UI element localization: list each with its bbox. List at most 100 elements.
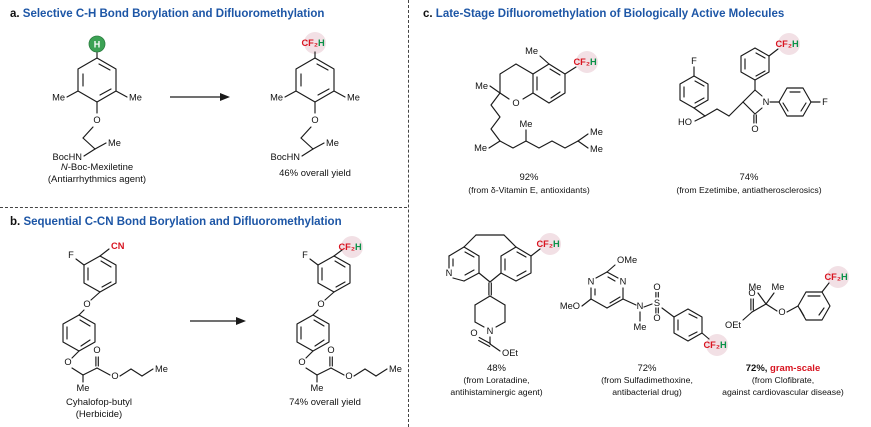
atom-o: O <box>64 357 71 367</box>
atom-n: N <box>763 97 770 107</box>
atom-me: Me <box>772 282 785 292</box>
bonds <box>581 264 710 342</box>
cf2h-highlight <box>576 51 598 73</box>
atom-oet: OEt <box>725 320 741 330</box>
yield-c3: 48% <box>486 363 506 374</box>
atom-me: Me <box>525 46 538 56</box>
atom-me: Me <box>347 93 360 103</box>
atom-me: Me <box>155 364 168 374</box>
source-c2: (from Ezetimibe, antiatherosclerosics) <box>676 185 822 195</box>
bonds <box>66 49 128 157</box>
reactant-a-name-italic: N <box>60 162 68 173</box>
atom-o: O <box>311 115 318 125</box>
panel-c-title-text: Late-Stage Difluoromethylation of Biolog… <box>435 8 785 20</box>
yield-a: 46% overall yield <box>279 168 351 179</box>
atom-s: S <box>654 298 660 308</box>
atom-me: Me <box>389 364 402 374</box>
yield-c5-value: 72%, <box>745 363 768 374</box>
bonds <box>742 282 831 321</box>
yield-b: 74% overall yield <box>289 397 361 408</box>
atom-o: O <box>653 313 660 323</box>
source-c3-line1: (from Loratadine, <box>463 375 530 385</box>
atom-me: Me <box>590 127 603 137</box>
panel-a-label: a. <box>10 8 20 20</box>
atom-cf2: CF₂ <box>536 239 553 249</box>
atom-h: H <box>720 340 727 350</box>
atom-f: F <box>302 250 308 260</box>
panel-b-label: b. <box>10 216 21 228</box>
atom-me: Me <box>270 93 283 103</box>
bonds <box>448 234 541 352</box>
cf2h-highlight <box>827 266 849 288</box>
source-c5-line2: against cardiovascular disease) <box>722 387 844 397</box>
atom-me: Me <box>520 119 533 129</box>
atom-n: N <box>620 277 627 287</box>
atom-ho: HO <box>678 117 692 127</box>
reactant-a-name-rest: -Boc-Mexiletine <box>67 162 134 173</box>
atom-cf2: CF₂ <box>338 242 355 252</box>
source-c4-line2: antibacterial drug) <box>612 387 682 397</box>
yield-c1: 92% <box>519 172 539 183</box>
panel-b-title-text: Sequential C-CN Bond Borylation and Difl… <box>23 216 342 228</box>
structure-cyhalofop-butyl-cf2h: CF₂ H F O O Me O O Me <box>296 236 402 393</box>
cf2h-highlight <box>341 236 363 258</box>
atom-oet: OEt <box>502 348 518 358</box>
yield-c2: 74% <box>739 172 759 183</box>
panel-b: b. Sequential C-CN Bond Borylation and D… <box>0 208 406 427</box>
structure-nboc-mexiletine: H Me Me O Me BocHN <box>52 35 142 162</box>
atom-h: H <box>553 239 560 249</box>
atom-me: Me <box>311 383 324 393</box>
bonds <box>284 51 346 157</box>
cf2h-highlight <box>706 334 728 356</box>
atom-cf2: CF₂ <box>573 57 590 67</box>
atom-o: O <box>653 282 660 292</box>
vertical-dashed-divider <box>408 0 409 427</box>
atom-h: H <box>590 57 597 67</box>
atom-o: O <box>317 299 324 309</box>
bonds <box>62 248 154 383</box>
panel-c-label: c. <box>423 8 433 20</box>
panel-a-title: a. Selective C-H Bond Borylation and Dif… <box>10 8 324 20</box>
atom-me: Me <box>326 138 339 148</box>
reactant-b-desc: (Herbicide) <box>75 409 123 420</box>
atom-me: Me <box>590 144 603 154</box>
structure-sulfadimethoxine-cf2h: N N OMe MeO N Me S O O CF₂ H <box>560 255 728 356</box>
atom-n: N <box>446 268 453 278</box>
atom-me: Me <box>52 93 65 103</box>
reactant-a-name: N-Boc-Mexiletine <box>12 162 182 174</box>
atom-h: H <box>355 242 362 252</box>
atom-f: F <box>68 250 74 260</box>
structure-vitamin-e-cf2h: O Me CF₂ H Me Me Me Me Me <box>474 46 603 154</box>
atom-o: O <box>83 299 90 309</box>
cf2h-highlight <box>539 233 561 255</box>
source-c3-line2: antihistaminergic agent) <box>450 387 543 397</box>
atom-me: Me <box>129 93 142 103</box>
atom-ome: OMe <box>617 255 637 265</box>
structure-loratadine-cf2h: N N O OEt CF₂ H <box>446 233 561 358</box>
panel-c-title: c. Late-Stage Difluoromethylation of Bio… <box>423 8 784 20</box>
atom-bochn: BocHN <box>271 152 300 162</box>
atom-me: Me <box>474 143 487 153</box>
yield-c5: 72%, gram-scale <box>692 363 871 375</box>
atom-h: H <box>841 272 848 282</box>
panel-a: a. Selective C-H Bond Borylation and Dif… <box>0 0 406 207</box>
atom-me: Me <box>475 81 488 91</box>
atom-o: O <box>298 357 305 367</box>
atom-o: O <box>93 345 100 355</box>
source-c4-line1: (from Sulfadimethoxine, <box>601 375 693 385</box>
reaction-arrow-icon <box>170 93 230 101</box>
reactant-a-desc: (Antiarrhythmics agent) <box>47 174 147 185</box>
atom-o: O <box>327 345 334 355</box>
atom-o: O <box>778 307 785 317</box>
atom-f: F <box>822 97 828 107</box>
panel-c: c. Late-Stage Difluoromethylation of Bio… <box>409 0 871 427</box>
reaction-arrow-icon <box>190 317 246 325</box>
atom-o: O <box>345 371 352 381</box>
atom-o: O <box>93 115 100 125</box>
atom-me: Me <box>749 282 762 292</box>
source-c5-line1: (from Clofibrate, <box>751 375 815 385</box>
panel-a-title-text: Selective C-H Bond Borylation and Difluo… <box>22 8 325 20</box>
panel-b-title: b. Sequential C-CN Bond Borylation and D… <box>10 216 342 228</box>
bonds <box>679 47 821 124</box>
